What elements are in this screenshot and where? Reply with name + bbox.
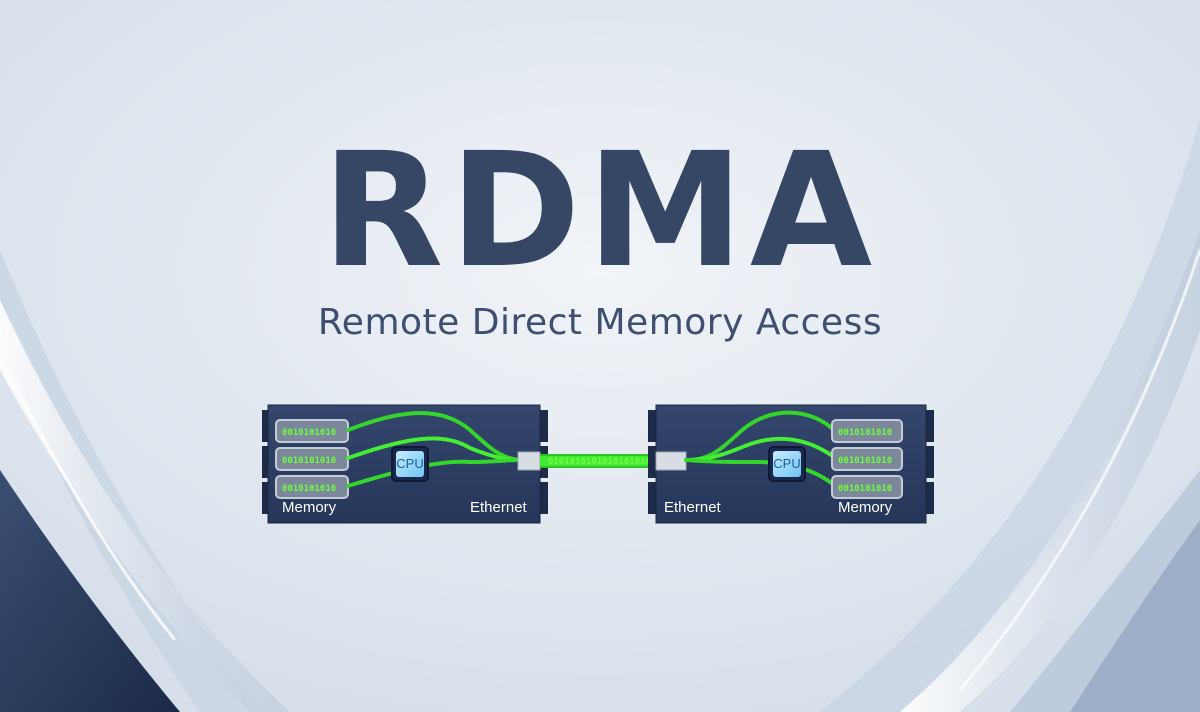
- memory-bits: 0010101010: [282, 484, 336, 494]
- rack-ear: [262, 410, 270, 442]
- memory-bits: 0010101010: [838, 428, 892, 438]
- data-stream: [346, 411, 522, 488]
- rack-ear: [926, 446, 934, 478]
- cpu-label: CPU: [396, 456, 423, 471]
- memory-bits: 0010101010: [282, 456, 336, 466]
- memory-module: 0010101010: [831, 447, 903, 471]
- ethernet-port: [655, 451, 687, 471]
- cpu-chip: CPU: [768, 446, 806, 482]
- rack-ear: [926, 482, 934, 514]
- rack-ear: [648, 446, 656, 478]
- cpu-chip: CPU: [391, 446, 429, 482]
- left-server: 0010101010 0010101010 0010101010 CPU: [262, 404, 548, 524]
- right-server: CPU 0010101010 0010101010 0010101010 Eth…: [648, 404, 934, 524]
- ethernet-port: [517, 451, 541, 471]
- rack-ear: [926, 410, 934, 442]
- memory-label: Memory: [282, 499, 337, 516]
- ethernet-label: Ethernet: [664, 499, 722, 516]
- memory-bits: 0010101010: [282, 428, 336, 438]
- rack-ear: [262, 482, 270, 514]
- page-title: RDMA: [321, 119, 879, 303]
- page-subtitle: Remote Direct Memory Access: [317, 302, 883, 343]
- rack-ear: [540, 482, 548, 514]
- memory-module: 0010101010: [831, 419, 903, 443]
- rack-ear: [648, 410, 656, 442]
- memory-bits: 0010101010: [838, 484, 892, 494]
- memory-bits: 0010101010: [838, 456, 892, 466]
- memory-module: 0010101010: [831, 475, 903, 499]
- memory-module: 0010101010: [275, 447, 349, 471]
- rack-ear: [262, 446, 270, 478]
- cable-bits: 0101010101010101010101: [548, 457, 667, 467]
- memory-label: Memory: [838, 499, 893, 516]
- cpu-label: CPU: [773, 456, 800, 471]
- rack-ear: [648, 482, 656, 514]
- memory-module: 0010101010: [275, 475, 349, 499]
- ethernet-label: Ethernet: [470, 499, 528, 516]
- rack-ear: [540, 410, 548, 442]
- data-stream: [684, 410, 836, 487]
- memory-module: 0010101010: [275, 419, 349, 443]
- ethernet-cable: 0101010101010101010101: [540, 454, 667, 468]
